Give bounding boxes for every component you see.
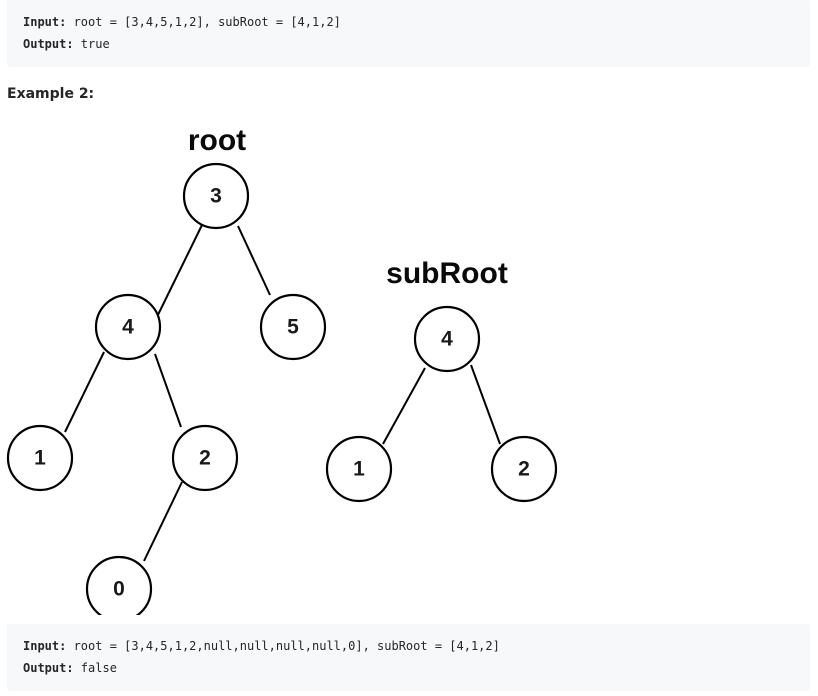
tree-node: 4 (94, 293, 162, 361)
input-label: Input: (23, 639, 67, 653)
node-value: 4 (441, 328, 453, 351)
edge-4-1 (64, 351, 105, 433)
output-label: Output: (23, 661, 74, 675)
tree-node: 1 (6, 424, 74, 492)
output-line: Output: true (23, 33, 810, 55)
sub-edge-4-1 (382, 367, 426, 445)
node-value: 1 (34, 447, 46, 470)
subroot-tree-label: subRoot (386, 257, 508, 290)
edge-4-2 (154, 353, 182, 428)
output-label: Output: (23, 37, 74, 51)
root-tree-label: root (188, 124, 246, 157)
example-2-code-block: Input: root = [3,4,5,1,2,null,null,null,… (7, 624, 810, 691)
node-value: 5 (287, 316, 299, 339)
tree-node: 5 (259, 293, 327, 361)
node-value: 4 (122, 316, 134, 339)
sub-edge-4-2 (470, 364, 501, 445)
node-value: 1 (353, 458, 365, 481)
subroot-node: 2 (490, 435, 558, 503)
node-value: 0 (113, 578, 125, 601)
input-value: root = [3,4,5,1,2], subRoot = [4,1,2] (66, 15, 341, 29)
example-2-heading: Example 2: (7, 86, 95, 102)
tree-diagram: root subRoot 3 4 5 1 2 0 4 1 2 (6, 124, 558, 615)
output-value: false (73, 661, 117, 675)
tree-node: 3 (182, 162, 250, 230)
node-value: 2 (199, 447, 211, 470)
input-line: Input: root = [3,4,5,1,2,null,null,null,… (23, 635, 810, 657)
output-line: Output: false (23, 657, 810, 679)
node-value: 3 (210, 185, 222, 208)
subroot-node: 4 (413, 305, 481, 373)
edge-2-0 (143, 481, 183, 562)
node-value: 2 (518, 458, 530, 481)
tree-node: 2 (171, 424, 239, 492)
input-line: Input: root = [3,4,5,1,2], subRoot = [4,… (23, 11, 810, 33)
subroot-node: 1 (325, 435, 393, 503)
edge-3-4 (152, 222, 204, 326)
input-value: root = [3,4,5,1,2,null,null,null,null,0]… (66, 639, 500, 653)
output-value: true (73, 37, 110, 51)
input-label: Input: (23, 15, 67, 29)
tree-node: 0 (85, 555, 153, 615)
example-1-code-block: Input: root = [3,4,5,1,2], subRoot = [4,… (7, 0, 810, 67)
edge-3-5 (237, 225, 271, 296)
